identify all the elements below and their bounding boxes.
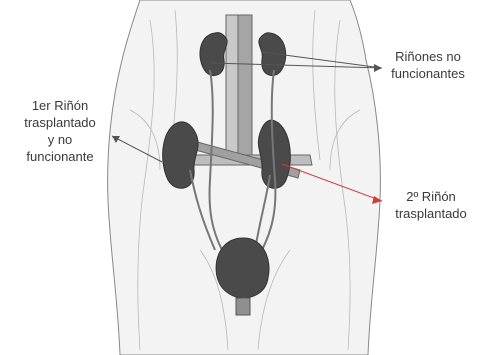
label-non-functioning-kidneys: Riñones no funcionantes — [380, 48, 476, 82]
label-line: funcionantes — [380, 65, 476, 82]
label-line: y no — [8, 131, 112, 148]
label-line: 1er Riñón — [8, 97, 112, 114]
label-second-transplant: 2º Riñón trasplantado — [386, 188, 476, 222]
label-line: 2º Riñón — [386, 188, 476, 205]
label-line: Riñones no — [380, 48, 476, 65]
label-line: funcionante — [8, 148, 112, 165]
label-line: trasplantado — [8, 114, 112, 131]
label-first-transplant: 1er Riñón trasplantado y no funcionante — [8, 97, 112, 165]
label-line: trasplantado — [386, 205, 476, 222]
